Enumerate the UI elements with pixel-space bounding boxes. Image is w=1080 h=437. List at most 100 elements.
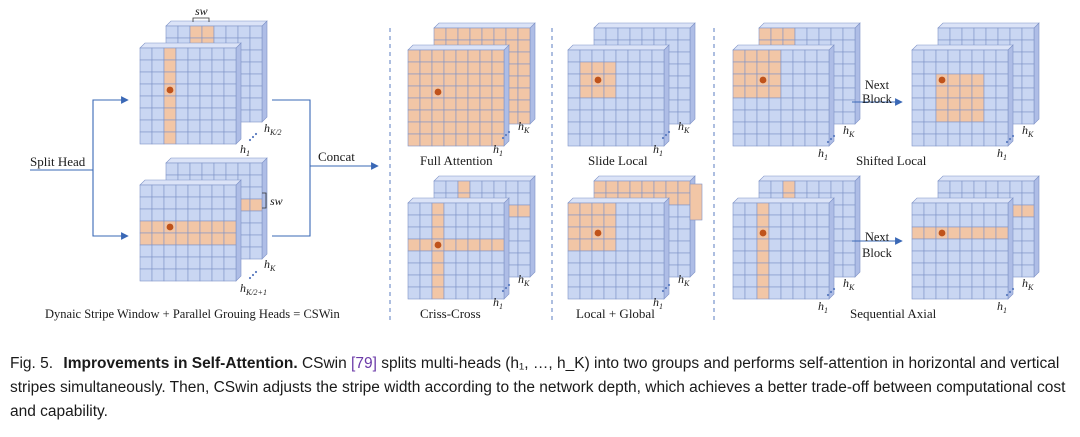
shifted-local-stack-b-front-cell bbox=[983, 109, 997, 123]
next-block-2-line1: Next bbox=[865, 230, 890, 244]
criss-cross-h1: h1 bbox=[493, 295, 503, 311]
sequential-axial-stack-a-front-cell bbox=[780, 250, 794, 264]
slide-local-stack-front-cell bbox=[567, 85, 581, 99]
sequential-axial-stack-b-back-cell bbox=[937, 180, 951, 194]
full-attention-stack-back-cell bbox=[433, 27, 447, 41]
full-attention-stack-front-cell bbox=[479, 73, 493, 87]
shifted-a-h1: h1 bbox=[818, 146, 828, 162]
criss-cross-stack-front-cell bbox=[419, 262, 433, 276]
local-global-stack-back-cell bbox=[677, 192, 691, 206]
sequential-axial-stack-b-front-cell bbox=[983, 202, 997, 216]
sequential-axial-stack-a-front-cell bbox=[816, 238, 830, 252]
sequential-axial-stack-a-back-side bbox=[854, 175, 861, 278]
citation-link[interactable]: [79] bbox=[351, 355, 377, 372]
full-attention-stack-front-cell bbox=[443, 97, 457, 111]
criss-cross-stack-front-query-dot bbox=[434, 241, 442, 249]
cswin-horizontal-stack-front-cell bbox=[211, 244, 225, 258]
slide-local-stack-front bbox=[567, 44, 670, 147]
local-global-stack-front-cell bbox=[627, 250, 641, 264]
sequential-axial-stack-b-front-cell bbox=[971, 214, 985, 228]
full-attention-stack-back-cell bbox=[517, 51, 531, 65]
full-attention-stack-front-cell bbox=[407, 73, 421, 87]
slide-local-stack-back-cell bbox=[677, 51, 691, 65]
criss-cross-stack-front-cell bbox=[431, 226, 445, 240]
sequential-axial-stack-b-front-cell bbox=[935, 214, 949, 228]
cswin-horizontal-stack-front-cell bbox=[223, 232, 237, 246]
cswin-vertical-stack-back-cell bbox=[249, 97, 263, 111]
slide-local-stack-front-cell bbox=[615, 109, 629, 123]
shifted-local-stack-b-front-cell bbox=[911, 73, 925, 87]
sequential-axial-stack-a-front-cell bbox=[744, 226, 758, 240]
full-attention-stack-front-cell bbox=[491, 85, 505, 99]
full-attention-stack-front-cell bbox=[431, 109, 445, 123]
shifted-local-stack-a-back-cell bbox=[842, 51, 856, 65]
sequential-axial-stack-b-front-side bbox=[1007, 197, 1014, 300]
concat-bracket bbox=[272, 99, 311, 237]
cswin-vertical-stack-front-cell bbox=[223, 71, 237, 85]
cswin-horizontal-stack-front-cell bbox=[187, 208, 201, 222]
shifted-local-stack-b-front-cell bbox=[971, 133, 985, 147]
sequential-axial-stack-a-front-cell bbox=[780, 262, 794, 276]
caption-text-2: splits multi-heads (h₁, …, h_K) into two… bbox=[10, 355, 1066, 420]
slide-local-stack-back-cell bbox=[677, 99, 691, 113]
cswin-horizontal-stack-front-cell bbox=[211, 208, 225, 222]
full-attention-stack-front-cell bbox=[455, 49, 469, 63]
shifted-local-stack-a-front-side bbox=[828, 44, 835, 147]
sequential-axial-stack-a-front-cell bbox=[768, 202, 782, 216]
full-attention-stack-back-cell bbox=[517, 87, 531, 101]
slide-local-stack-front-cell bbox=[579, 121, 593, 135]
slide-local-stack-back-cell bbox=[677, 63, 691, 77]
shifted-local-stack-a-front-cell bbox=[732, 97, 746, 111]
shifted-local-stack-b-front-cell bbox=[947, 121, 961, 135]
full-attention-stack-back-cell bbox=[457, 27, 471, 41]
slide-local-stack-front-cell bbox=[591, 97, 605, 111]
sequential-axial-stack-b-front-cell bbox=[983, 286, 997, 300]
split-top-arrow bbox=[92, 96, 129, 170]
shifted-local-stack-a-front-cell bbox=[780, 61, 794, 75]
shifted-local-stack-b-front-cell bbox=[971, 109, 985, 123]
slide-local-label: Slide Local bbox=[588, 153, 648, 168]
cswin-horizontal-stack-front-side bbox=[235, 179, 242, 282]
slide-local-stack-front-top bbox=[567, 44, 670, 51]
criss-cross-stack-front-cell bbox=[407, 226, 421, 240]
sequential-axial-stack-a-front-cell bbox=[792, 226, 806, 240]
sequential-axial-stack-b-front-cell bbox=[923, 274, 937, 288]
cswin-vertical-stack-front-cell bbox=[139, 83, 153, 97]
full-attention-stack-front-cell bbox=[491, 49, 505, 63]
sequential-axial-stack-a-front-cell bbox=[756, 202, 770, 216]
sequential-axial-stack-b-front-cell bbox=[995, 262, 1009, 276]
full-attention-stack-back-cell bbox=[505, 27, 519, 41]
local-global-stack-front-cell bbox=[567, 250, 581, 264]
shifted-local-stack-b-front-cell bbox=[995, 97, 1009, 111]
local-global-dots bbox=[661, 289, 665, 293]
criss-cross-stack-front-cell bbox=[431, 214, 445, 228]
sequential-axial-stack-a-front-cell bbox=[816, 214, 830, 228]
criss-cross-stack-front-cell bbox=[491, 238, 505, 252]
shifted-local-stack-a-front-cell bbox=[756, 61, 770, 75]
sequential-axial-stack-a-front-cell bbox=[744, 286, 758, 300]
cswin-vertical-stack-front-cell bbox=[187, 107, 201, 121]
local-global-stack-front-cell bbox=[603, 262, 617, 276]
local-global-stack-back-cell bbox=[677, 252, 691, 266]
slide-local-stack-front-cell bbox=[615, 73, 629, 87]
sequential-axial-stack-a-front-cell bbox=[768, 262, 782, 276]
sequential-axial-stack-a-front-query-dot bbox=[759, 229, 767, 237]
sequential-axial-stack-a-front-cell bbox=[804, 262, 818, 276]
criss-cross-stack-back-cell bbox=[517, 264, 531, 278]
slide-local-stack-front-cell bbox=[627, 133, 641, 147]
cswin-horizontal-stack-front-cell bbox=[139, 184, 153, 198]
shifted-local-stack-a-front-cell bbox=[780, 97, 794, 111]
cswin-horizontal-stack-front-cell bbox=[187, 184, 201, 198]
sequential-axial-stack-a-front-cell bbox=[768, 286, 782, 300]
shifted-local-stack-b-front-cell bbox=[959, 73, 973, 87]
cswin-caption: Dynaic Stripe Window + Parallel Grouing … bbox=[45, 307, 341, 321]
shifted-local-stack-a-front-cell bbox=[780, 85, 794, 99]
criss-cross-stack-back-side bbox=[529, 175, 536, 278]
shifted-local-stack-a-front-cell bbox=[732, 73, 746, 87]
cswin-horizontal-stack-front-cell bbox=[163, 268, 177, 282]
full-attention-stack-front-cell bbox=[419, 97, 433, 111]
cswin-vertical-stack-front-cell bbox=[139, 119, 153, 133]
sequential-axial-stack-a-back-cell bbox=[842, 192, 856, 206]
slide-local-stack-front-cell bbox=[591, 121, 605, 135]
